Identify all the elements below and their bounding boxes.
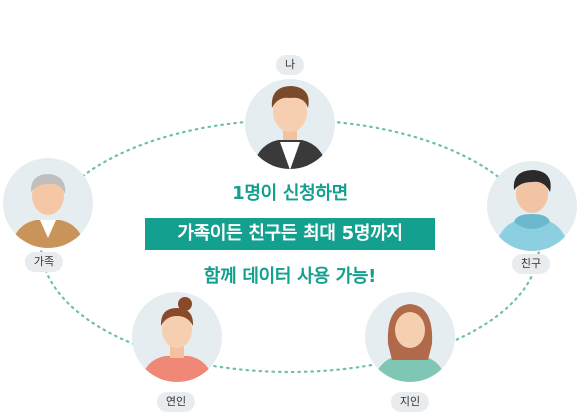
avatar-partner — [132, 292, 222, 382]
avatar-me — [245, 79, 335, 169]
headline-line-3: 함께 데이터 사용 가능! — [203, 266, 377, 287]
label-friend: 친구 — [511, 254, 551, 274]
label-me: 나 — [275, 55, 305, 75]
avatar-friend — [487, 161, 577, 251]
label-acquaintance: 지인 — [390, 392, 430, 412]
avatar-family — [3, 158, 93, 248]
headline-line-1: 1명이 신청하면 — [232, 183, 348, 204]
headline-highlight-box — [145, 218, 435, 250]
label-family: 가족 — [24, 252, 64, 272]
headline-line-2: 가족이든 친구든 최대 5명까지 — [177, 223, 403, 244]
label-partner: 연인 — [156, 392, 196, 412]
avatar-acquaintance — [365, 292, 455, 382]
